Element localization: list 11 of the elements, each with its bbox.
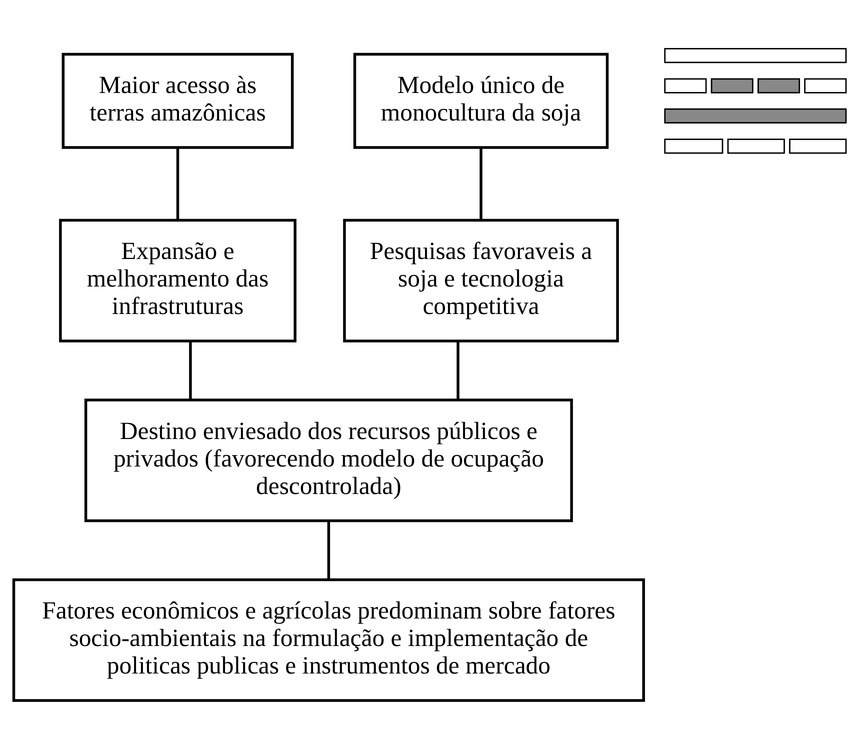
node-box: Destino enviesado dos recursos públicos e privados (favorecendo modelo de ocupação descontrolada) xyxy=(84,398,573,522)
node-box: Pesquisas favoraveis a soja e tecnologia competitiva xyxy=(343,218,619,342)
node-box: Modelo único de monocultura da soja xyxy=(353,52,609,148)
connector xyxy=(327,520,330,579)
connector xyxy=(189,340,192,400)
node-box: Maior acesso às terras amazônicas xyxy=(62,52,294,148)
connector xyxy=(480,147,482,220)
node-box: Expansão e melhoramento das infrastruturas xyxy=(59,218,296,342)
node-box: Fatores econômicos e agrícolas predominam sobre fatores socio-ambientais na formulação e implementação de politicas publicas e instrumentos de mercado xyxy=(12,578,645,702)
connector xyxy=(456,340,460,400)
connector xyxy=(176,147,180,220)
